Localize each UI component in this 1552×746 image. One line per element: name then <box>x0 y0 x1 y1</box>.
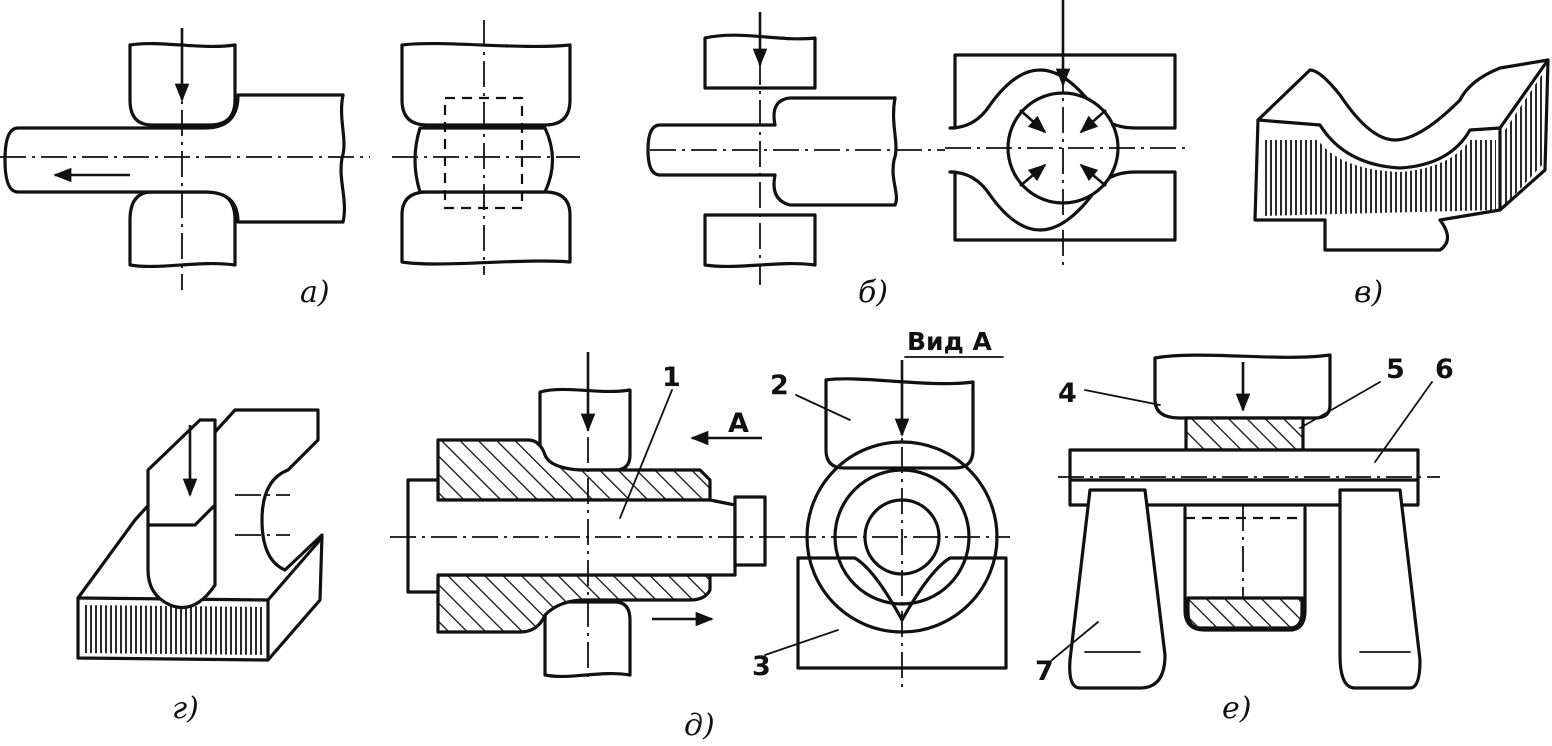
plate <box>1068 448 1420 482</box>
figure-a: а) <box>0 20 580 310</box>
mandrel-end <box>733 495 767 567</box>
lower-die <box>703 213 817 269</box>
leader-line-2 <box>795 394 851 421</box>
caption-e: е) <box>1222 691 1251 726</box>
die-shading <box>1262 140 1496 216</box>
radial-pressure-arrows <box>1019 109 1107 187</box>
caption-a: а) <box>300 275 330 310</box>
lower-cavity <box>1183 506 1307 632</box>
mandrel <box>406 478 737 594</box>
figure-b: б) <box>646 0 1190 310</box>
figure-g: г) <box>76 408 324 726</box>
billet <box>1184 416 1305 452</box>
upper-die <box>1153 353 1332 420</box>
caption-g: г) <box>172 691 199 726</box>
workpiece <box>3 93 345 224</box>
label-5: 5 <box>1386 354 1405 385</box>
break-line <box>339 93 347 224</box>
label-2: 2 <box>770 370 789 401</box>
leader-line-3 <box>764 629 839 656</box>
upper-die <box>538 387 632 472</box>
die-shading <box>1505 70 1545 205</box>
die-shading <box>82 605 265 655</box>
figure-d: А 1 Вид А 2 3 д) <box>390 327 1010 743</box>
upper-die-side <box>400 41 572 127</box>
caption-d: д) <box>684 708 715 743</box>
caption-b: б) <box>858 275 888 310</box>
leader-line-7 <box>1051 621 1099 661</box>
label-1: 1 <box>662 362 681 393</box>
leader-line-6 <box>1374 381 1433 463</box>
view-a-title: Вид А <box>907 327 992 356</box>
punch <box>146 418 217 610</box>
label-3: 3 <box>752 651 771 682</box>
plate-lower-edge <box>1068 478 1420 507</box>
die-edge <box>1498 58 1550 130</box>
caption-v: в) <box>1354 275 1383 310</box>
upper-die <box>703 33 817 90</box>
ring-section-top <box>436 438 712 502</box>
label-6: 6 <box>1435 354 1454 385</box>
label-4: 4 <box>1058 378 1077 409</box>
label-7: 7 <box>1035 656 1054 687</box>
formed-part <box>1186 596 1304 630</box>
leader-line-5 <box>1299 381 1381 429</box>
workpiece <box>646 96 897 207</box>
view-a-arrow-label: А <box>728 408 749 439</box>
upper-die-view <box>824 377 975 470</box>
leader-line-1 <box>619 389 673 519</box>
punch-edge <box>146 503 217 527</box>
break-line <box>891 96 898 207</box>
ring-section-bottom <box>436 573 712 634</box>
v-block-die <box>796 556 1008 670</box>
leader-line-4 <box>1084 389 1161 406</box>
lower-die-side <box>400 190 572 266</box>
figure-e: 4 5 6 7 е) <box>1035 353 1454 726</box>
support-left <box>1068 488 1167 690</box>
figure-v: в) <box>1253 58 1550 310</box>
support-right <box>1338 488 1422 690</box>
die-edge <box>1256 118 1502 212</box>
